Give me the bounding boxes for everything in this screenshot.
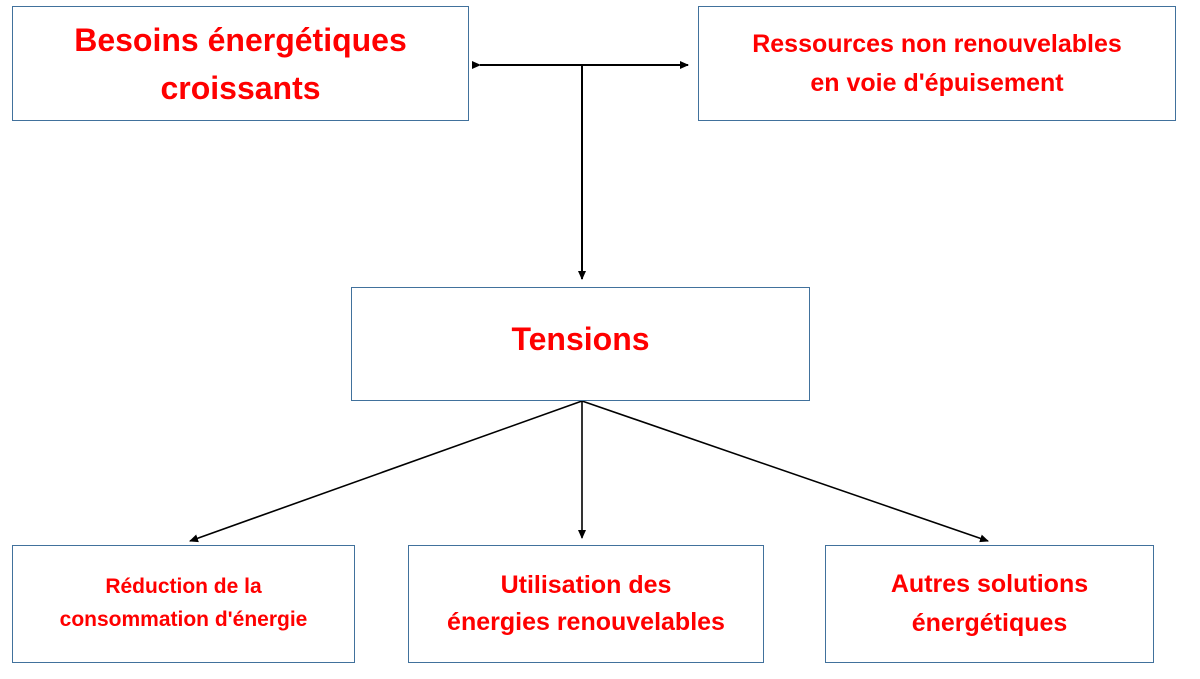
node-tensions-label: Tensions xyxy=(511,321,650,358)
node-reduction-consommation: Réduction de la consommation d'énergie xyxy=(12,545,355,663)
node-reduction-label: Réduction de la consommation d'énergie xyxy=(59,575,308,631)
node-besoins-energetiques: Besoins énergétiques croissants xyxy=(12,6,469,121)
node-tensions: Tensions xyxy=(351,287,810,401)
node-besoins-label: Besoins énergétiques croissants xyxy=(74,21,407,106)
connector-tensions-autres xyxy=(581,400,989,543)
node-autres-solutions: Autres solutions énergétiques xyxy=(825,545,1154,663)
connector-tensions-reduction xyxy=(189,400,583,543)
node-utilisation-energies-renouvelables: Utilisation des énergies renouvelables xyxy=(408,545,764,663)
node-ressources-label: Ressources non renouvelables en voie d'é… xyxy=(752,29,1122,97)
node-autres-label: Autres solutions énergétiques xyxy=(890,570,1089,637)
node-utilisation-label: Utilisation des énergies renouvelables xyxy=(447,570,725,637)
node-ressources-non-renouvelables: Ressources non renouvelables en voie d'é… xyxy=(698,6,1176,121)
